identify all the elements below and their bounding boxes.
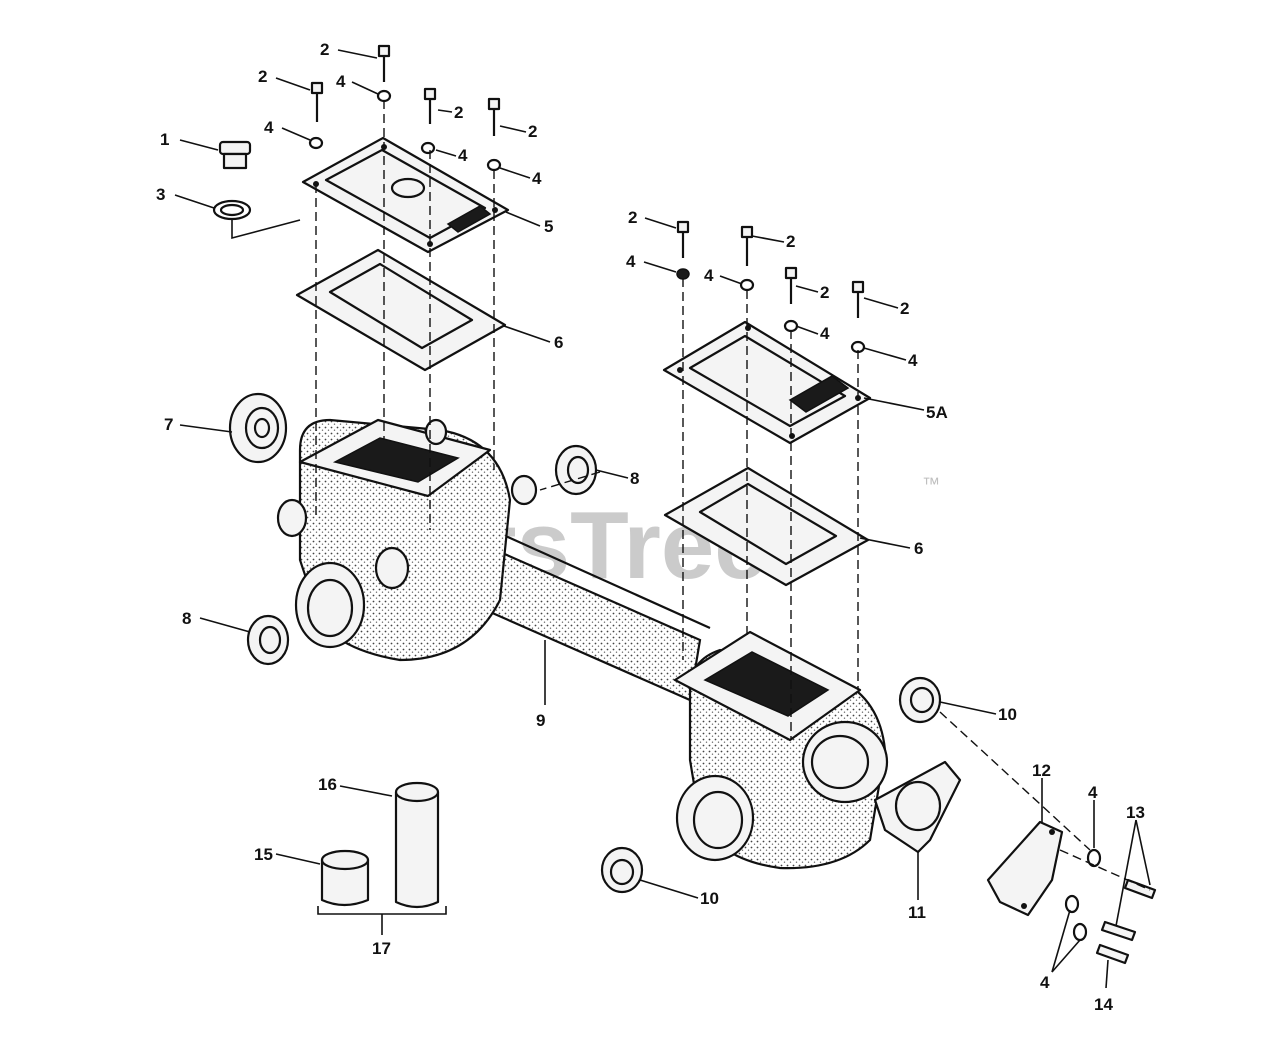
callout-8: 8	[630, 469, 639, 488]
callout-4: 4	[532, 169, 542, 188]
callout-8: 8	[182, 609, 191, 628]
bolts-top-left	[310, 44, 501, 136]
callout-1: 1	[160, 130, 169, 149]
gasket-11	[873, 760, 962, 854]
callout-5a: 5A	[926, 403, 948, 422]
callout-2: 2	[900, 299, 909, 318]
cover-right	[662, 320, 872, 445]
callout-4: 4	[626, 252, 636, 271]
callout-7: 7	[164, 415, 173, 434]
callout-5: 5	[544, 217, 553, 236]
callout-4: 4	[820, 324, 830, 343]
callout-16: 16	[318, 775, 337, 794]
plug	[218, 140, 252, 170]
bushing-10-lower	[600, 846, 644, 894]
callout-12: 12	[1032, 761, 1051, 780]
callout-4: 4	[336, 72, 346, 91]
callout-15: 15	[254, 845, 273, 864]
sleeve-15	[320, 849, 370, 907]
bolts-top-right	[676, 220, 865, 318]
callout-10: 10	[700, 889, 719, 908]
seal-8-lower	[246, 614, 290, 666]
watermark-trademark: ™	[922, 474, 940, 494]
callouts: 1 2 2 4 4 2 4 2 4 3 5 6 7 2 2 4 4 2 4 2 …	[156, 40, 1145, 1014]
side-washers	[1064, 848, 1102, 942]
bearing-7	[228, 392, 288, 464]
callout-14: 14	[1094, 995, 1113, 1014]
alignment-lines	[231, 100, 1151, 891]
callout-6: 6	[914, 539, 923, 558]
tube-16	[394, 781, 440, 909]
callout-4: 4	[908, 351, 918, 370]
callout-2: 2	[454, 103, 463, 122]
cover-plate-12	[986, 820, 1064, 917]
axle-housing	[276, 418, 889, 870]
bushing-10-upper	[898, 676, 942, 724]
leader-lines	[174, 49, 1151, 989]
callout-2: 2	[258, 67, 267, 86]
callout-4: 4	[704, 266, 714, 285]
callout-3: 3	[156, 185, 165, 204]
plug-ring	[212, 199, 252, 221]
kit-bracket	[317, 906, 447, 915]
callout-11: 11	[908, 903, 926, 922]
callout-10: 10	[998, 705, 1017, 724]
callout-6: 6	[554, 333, 563, 352]
callout-9: 9	[536, 711, 545, 730]
callout-17: 17	[372, 939, 391, 958]
callout-2: 2	[628, 208, 637, 227]
cover-left	[301, 136, 510, 254]
callout-4: 4	[264, 118, 274, 137]
callout-4: 4	[1040, 973, 1050, 992]
side-bolts	[1095, 878, 1157, 965]
callout-2: 2	[528, 122, 537, 141]
callout-2: 2	[320, 40, 329, 59]
callout-2: 2	[786, 232, 795, 251]
callout-13: 13	[1126, 803, 1145, 822]
gasket-left	[295, 248, 507, 372]
callout-4: 4	[458, 146, 468, 165]
callout-2: 2	[820, 283, 829, 302]
seal-8-upper	[554, 444, 598, 496]
callout-4: 4	[1088, 783, 1098, 802]
